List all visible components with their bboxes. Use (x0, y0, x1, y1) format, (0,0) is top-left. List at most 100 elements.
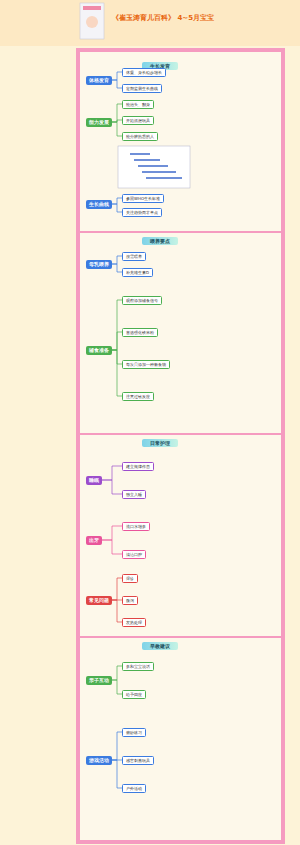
section-tab: 早教建议 (142, 642, 178, 650)
node-text: 感官刺激玩具 (126, 758, 150, 763)
node-text: 睡眠 (89, 478, 99, 483)
section-tab: 日常护理 (142, 439, 178, 447)
branch-connector (112, 680, 122, 694)
branch-connector (112, 72, 122, 80)
growth-chart-bars (130, 154, 182, 178)
branch-connector (112, 760, 122, 788)
node-text: 补充维生素D (126, 270, 149, 275)
branch-connector (102, 526, 122, 540)
branch-box: 母乳喂养 (86, 260, 112, 269)
leaf-box: 观察添加辅食信号 (122, 296, 162, 305)
outer-panel (78, 50, 283, 842)
leaf-box: 建立规律作息 (122, 462, 154, 471)
node-text: 独立入睡 (126, 492, 142, 497)
node-text: 能分辨熟悉的人 (126, 134, 154, 139)
branch-connector (112, 198, 122, 204)
node-text: 参照WHO生长标准 (126, 196, 160, 201)
branch-connector (112, 204, 122, 212)
section-divider (80, 231, 281, 233)
node-text: 出牙 (89, 538, 99, 543)
leaf-box: 能分辨熟悉的人 (122, 132, 158, 141)
node-text: 清洁口腔 (126, 552, 142, 557)
node-text: 常见问题 (89, 598, 109, 603)
node-text: 每次只添加一种新食物 (126, 362, 166, 367)
title-text: 《崔玉涛育儿百科》 4~5月宝宝 (112, 13, 214, 23)
branch-connector (102, 466, 122, 480)
node-text: 流口水增多 (126, 524, 146, 529)
leaf-box: 参照WHO生长标准 (122, 194, 164, 203)
branch-connector (112, 666, 122, 680)
node-text: 给予回应 (126, 692, 142, 697)
node-text: 能力发展 (89, 120, 109, 125)
section-tab: 喂养要点 (142, 237, 178, 245)
branch-connector (112, 332, 122, 350)
branch-box: 睡眠 (86, 476, 102, 485)
node-text: 生长曲线 (89, 202, 109, 207)
leaf-box: 流口水增多 (122, 522, 150, 531)
node-text: 喂养要点 (150, 238, 170, 244)
node-text: 辅食准备 (89, 348, 109, 353)
branch-connector (102, 480, 122, 494)
title-band (0, 0, 300, 46)
leaf-box: 给予回应 (122, 690, 146, 699)
branch-connector (112, 80, 122, 88)
branch-connector (112, 264, 122, 272)
leaf-box: 腹泻 (122, 596, 138, 605)
node-text: 能抬头、翻身 (126, 102, 150, 107)
branch-box: 游戏活动 (86, 756, 112, 765)
leaf-box: 发热处理 (122, 618, 146, 627)
leaf-box: 开始抓握玩具 (122, 116, 154, 125)
leaf-box: 户外活动 (122, 784, 146, 793)
node-text: 早教建议 (150, 643, 170, 649)
leaf-box: 能抬头、翻身 (122, 100, 154, 109)
branch-connector (112, 732, 122, 760)
node-text: 体重、身长稳步增长 (126, 70, 162, 75)
node-text: 首选强化铁米粉 (126, 330, 154, 335)
node-text: 多和宝宝说话 (126, 664, 150, 669)
branch-box: 生长曲线 (86, 200, 112, 209)
branch-box: 亲子互动 (86, 676, 112, 685)
node-text: 发热处理 (126, 620, 142, 625)
branch-box: 出牙 (86, 536, 102, 545)
leaf-box: 按需喂养 (122, 252, 146, 261)
branch-connector (112, 578, 122, 600)
node-text: 游戏活动 (89, 758, 109, 763)
leaf-box: 定期监测生长曲线 (122, 84, 162, 93)
book-cover (80, 3, 104, 39)
leaf-box: 俯卧练习 (122, 728, 146, 737)
section-divider (80, 433, 281, 435)
leaf-box: 首选强化铁米粉 (122, 328, 158, 337)
node-text: 体格发育 (89, 78, 109, 83)
node-text: 开始抓握玩具 (126, 118, 150, 123)
book-cover-band (83, 6, 101, 10)
node-text: 母乳喂养 (89, 262, 109, 267)
branch-connector (112, 600, 122, 622)
branch-box: 辅食准备 (86, 346, 112, 355)
leaf-box: 关注趋势而非单点 (122, 208, 162, 217)
leaf-box: 感官刺激玩具 (122, 756, 154, 765)
leaf-box: 独立入睡 (122, 490, 146, 499)
branch-connector (112, 104, 122, 122)
node-text: 按需喂养 (126, 254, 142, 259)
leaf-box: 多和宝宝说话 (122, 662, 154, 671)
branch-connector (112, 300, 122, 350)
leaf-box: 清洁口腔 (122, 550, 146, 559)
node-text: 日常护理 (150, 440, 170, 446)
node-text: 建立规律作息 (126, 464, 150, 469)
leaf-box: 补充维生素D (122, 268, 153, 277)
section-divider (80, 636, 281, 638)
node-text: 关注趋势而非单点 (126, 210, 158, 215)
leaf-box: 注意过敏反应 (122, 392, 154, 401)
branch-connector (112, 256, 122, 264)
branch-box: 体格发育 (86, 76, 112, 85)
growth-chart (118, 146, 190, 188)
branch-connector (112, 122, 122, 136)
node-text: 俯卧练习 (126, 730, 142, 735)
node-text: 亲子互动 (89, 678, 109, 683)
node-text: 观察添加辅食信号 (126, 298, 158, 303)
node-text: 户外活动 (126, 786, 142, 791)
branch-connector (112, 350, 122, 396)
